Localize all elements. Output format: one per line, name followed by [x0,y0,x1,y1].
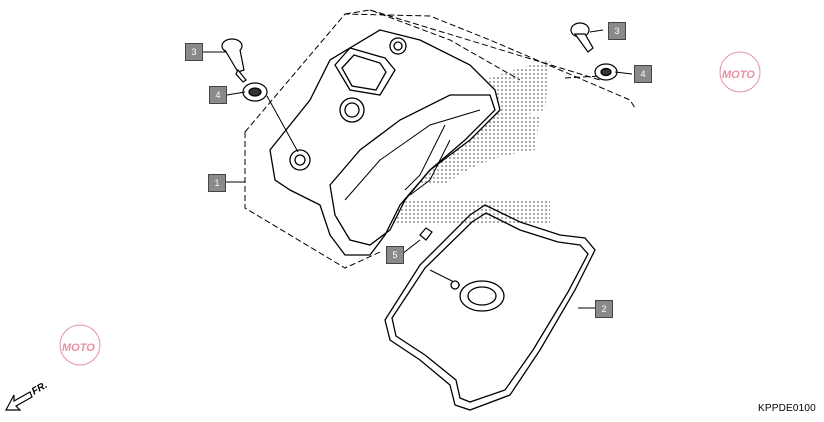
callout-part-5: 5 [386,246,404,264]
cylinder-head-cover [269,29,501,256]
callout-part-2: 2 [595,300,613,318]
diagram-reference-code: KPPDE0100 [758,403,816,414]
moto-stamp-right-text: MOTO [722,69,755,81]
moto-stamp-left: MOTO [59,324,101,366]
moto-stamp-right: MOTO [719,51,761,93]
front-direction-arrow [5,391,33,411]
moto-stamp-left-text: MOTO [62,342,95,354]
callout-part-3-left: 3 [185,43,203,61]
washer-left [242,82,268,102]
cover-group-outline [244,9,636,269]
leader-lines [203,29,633,309]
callout-part-1: 1 [208,174,226,192]
bolt-right [570,22,594,53]
head-cover-gasket [384,204,596,411]
callout-part-4-left: 4 [209,86,227,104]
callout-part-3-right: 3 [608,22,626,40]
washer-right [594,63,618,81]
callout-part-4-right: 4 [634,65,652,83]
bolt-left [221,38,247,83]
dowel-pin [419,227,433,241]
